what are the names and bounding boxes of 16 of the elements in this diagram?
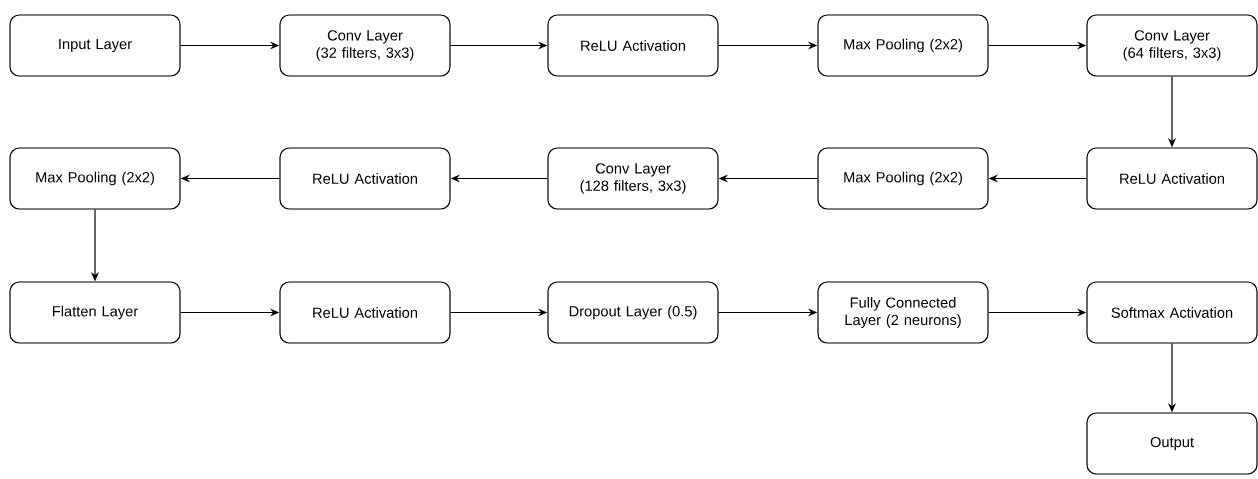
process-box: Conv Layer (128 filters, 3x3)	[547, 147, 719, 210]
process-box: Max Pooling (2x2)	[817, 147, 989, 210]
process-box: Dropout Layer (0.5)	[547, 281, 719, 344]
process-box: Max Pooling (2x2)	[817, 14, 989, 77]
process-box: ReLU Activation	[279, 281, 451, 344]
process-box: ReLU Activation	[547, 14, 719, 77]
process-box: Fully Connected Layer (2 neurons)	[817, 281, 989, 344]
process-box: Softmax Activation	[1086, 281, 1258, 344]
process-box: Flatten Layer	[9, 281, 181, 344]
process-box: ReLU Activation	[279, 147, 451, 210]
process-box: Conv Layer (32 filters, 3x3)	[279, 14, 451, 77]
process-box: ReLU Activation	[1086, 147, 1258, 210]
process-box: Conv Layer (64 filters, 3x3)	[1086, 14, 1258, 77]
process-box: Output	[1086, 412, 1258, 475]
process-box: Input Layer	[9, 14, 181, 77]
process-box: Max Pooling (2x2)	[9, 147, 181, 210]
